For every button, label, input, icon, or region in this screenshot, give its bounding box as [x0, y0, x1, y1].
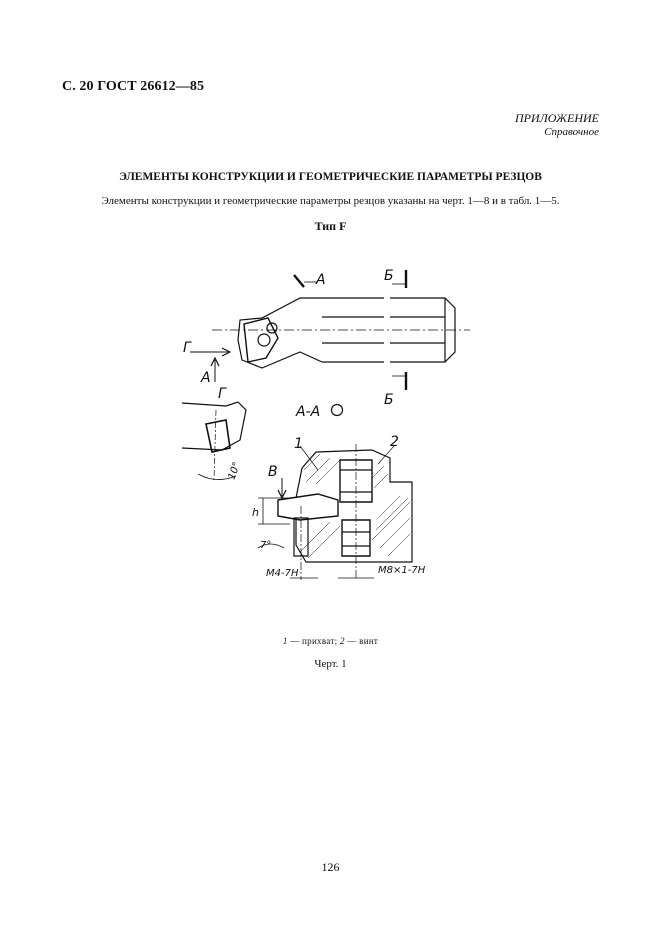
- legend-text-1: — прихват;: [287, 636, 340, 646]
- angle-7-label: 7°: [260, 540, 271, 551]
- page-header: С. 20 ГОСТ 26612—85: [62, 79, 205, 94]
- section-a-label: А: [315, 272, 326, 288]
- thread-m8-label: М8×1-7Н: [378, 565, 426, 576]
- appendix-title: ПРИЛОЖЕНИЕ: [515, 111, 599, 125]
- thread-m4-label: М4-7Н: [266, 568, 299, 579]
- appendix-label: ПРИЛОЖЕНИЕ Справочное: [515, 111, 599, 140]
- view-g-detail: [181, 401, 247, 481]
- figure-caption: Черт. 1: [314, 658, 347, 670]
- view-g-arrow-label: Г: [183, 340, 192, 356]
- section-aa-title: А-А: [295, 404, 320, 420]
- appendix-subtitle: Справочное: [544, 126, 599, 138]
- figure-legend: 1 — прихват; 2 — винт: [0, 636, 661, 646]
- section-b-bottom-label: Б: [384, 392, 394, 408]
- tool-holder-view: [190, 270, 470, 390]
- section-a-arrow-label: А: [200, 370, 211, 386]
- legend-num-1: 1: [282, 636, 288, 646]
- view-v-label: В: [268, 464, 278, 480]
- callout-2: 2: [390, 434, 399, 450]
- legend-num-2: 2: [339, 636, 345, 646]
- figure-type-title: Тип F: [314, 219, 347, 233]
- section-title: ЭЛЕМЕНТЫ КОНСТРУКЦИИ И ГЕОМЕТРИЧЕСКИЕ ПА…: [119, 171, 542, 183]
- angle-10-label: 10°: [227, 461, 243, 481]
- dim-h-label: h: [252, 506, 259, 519]
- section-aa-view: [257, 403, 413, 580]
- view-g-title: Г: [218, 386, 227, 402]
- legend-text-2: — винт: [344, 636, 379, 646]
- callout-1: 1: [294, 436, 303, 452]
- intro-text: Элементы конструкции и геометрические па…: [101, 195, 560, 207]
- page-number: 126: [321, 860, 340, 874]
- section-b-top-label: Б: [384, 268, 394, 284]
